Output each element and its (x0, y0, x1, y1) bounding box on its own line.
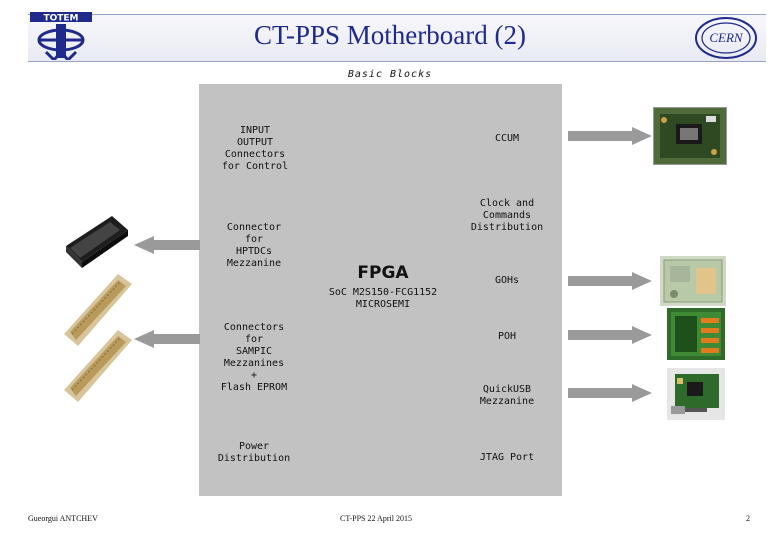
fpga-label: FPGA (357, 263, 409, 283)
totem-logo-text: TOTEM (43, 14, 78, 24)
ccum-board-photo (653, 107, 727, 165)
hptdc-connector-photo (66, 216, 128, 268)
arrow-to-gohs (568, 272, 652, 290)
footer-author: Gueorgui ANTCHEV (28, 514, 98, 523)
footer-page-number: 2 (746, 514, 750, 523)
gohs-board-photo (660, 256, 726, 306)
totem-logo: TOTEM (28, 12, 96, 63)
footer-event: CT-PPS 22 April 2015 (340, 514, 412, 523)
title-band (28, 14, 766, 62)
board-area (199, 84, 562, 496)
arrow-to-hptdc-connector (134, 236, 200, 254)
slide-subtitle: Basic Blocks (347, 69, 433, 80)
quickusb-board-photo (667, 368, 725, 420)
ccum-label: CCUM (494, 133, 520, 144)
arrow-to-quickusb (568, 384, 652, 402)
poh-label: POH (497, 331, 517, 342)
sampic-connectors-photo (64, 274, 132, 402)
arrow-to-ccum (568, 127, 652, 145)
arrow-to-sampic-connectors (134, 330, 200, 348)
arrow-to-poh (568, 326, 652, 344)
poh-board-photo (667, 308, 725, 360)
cern-logo-text: CERN (709, 30, 744, 45)
slide-title: CT-PPS Motherboard (2) (253, 20, 526, 50)
gohs-label: GOHs (494, 275, 520, 286)
cern-logo: CERN (690, 14, 760, 62)
jtag-port-label: JTAG Port (479, 452, 535, 463)
